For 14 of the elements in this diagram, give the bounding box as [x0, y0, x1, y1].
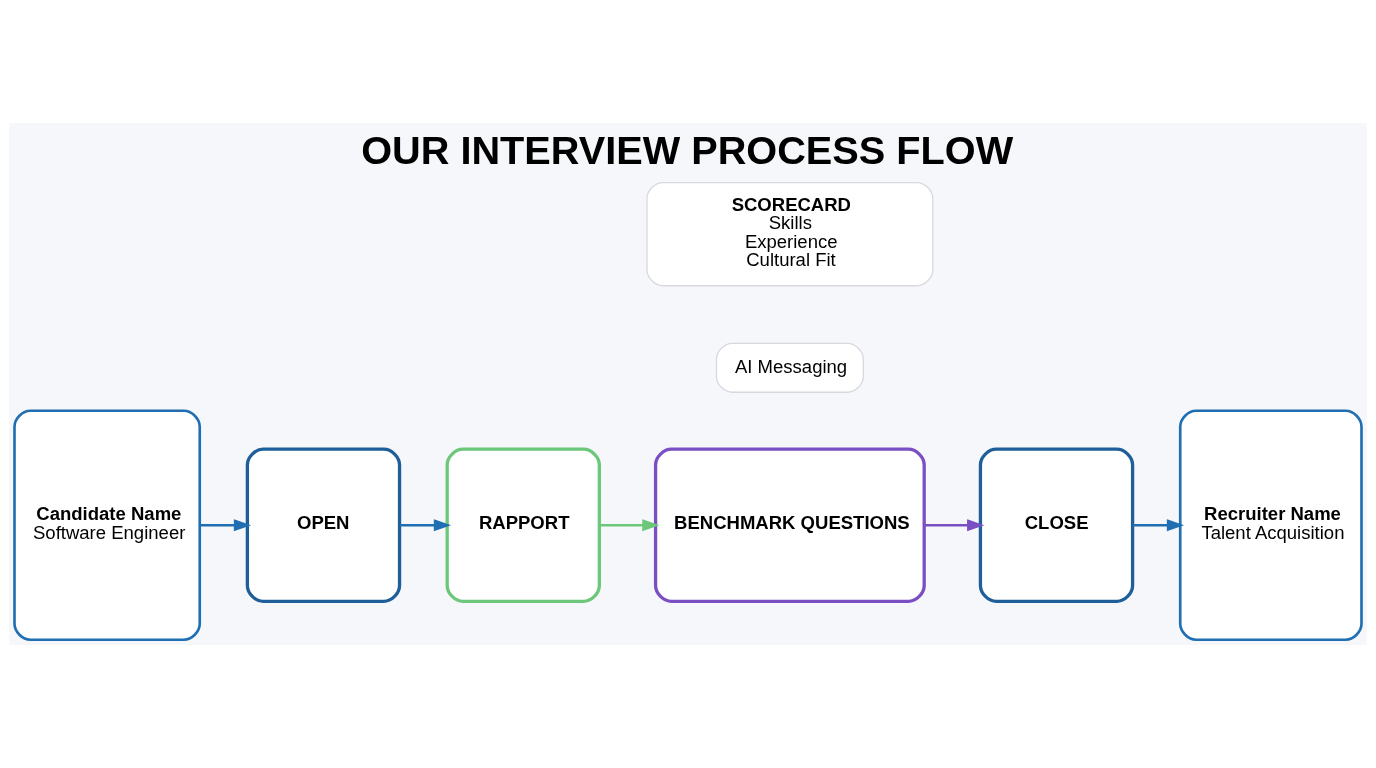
node-box: BENCHMARK QUESTIONS	[653, 447, 926, 603]
arrow	[200, 519, 252, 532]
node-box: Candidate Name Software Engineer	[13, 409, 202, 642]
node-box: SCORECARD Skills Experience Cultural Fit	[646, 181, 934, 287]
arrow	[1133, 519, 1185, 532]
node-box: AI Messaging	[715, 342, 864, 393]
node-box: Recruiter Name Talent Acquisition	[1178, 409, 1363, 642]
diagram-title: OUR INTERVIEW PROCESS FLOW	[361, 128, 1014, 173]
arrow	[399, 519, 452, 532]
arrow	[599, 519, 660, 532]
node-box: CLOSE	[978, 447, 1135, 603]
node-box: RAPPORT	[445, 447, 601, 603]
arrow	[924, 519, 985, 532]
node-box: OPEN	[245, 447, 402, 603]
